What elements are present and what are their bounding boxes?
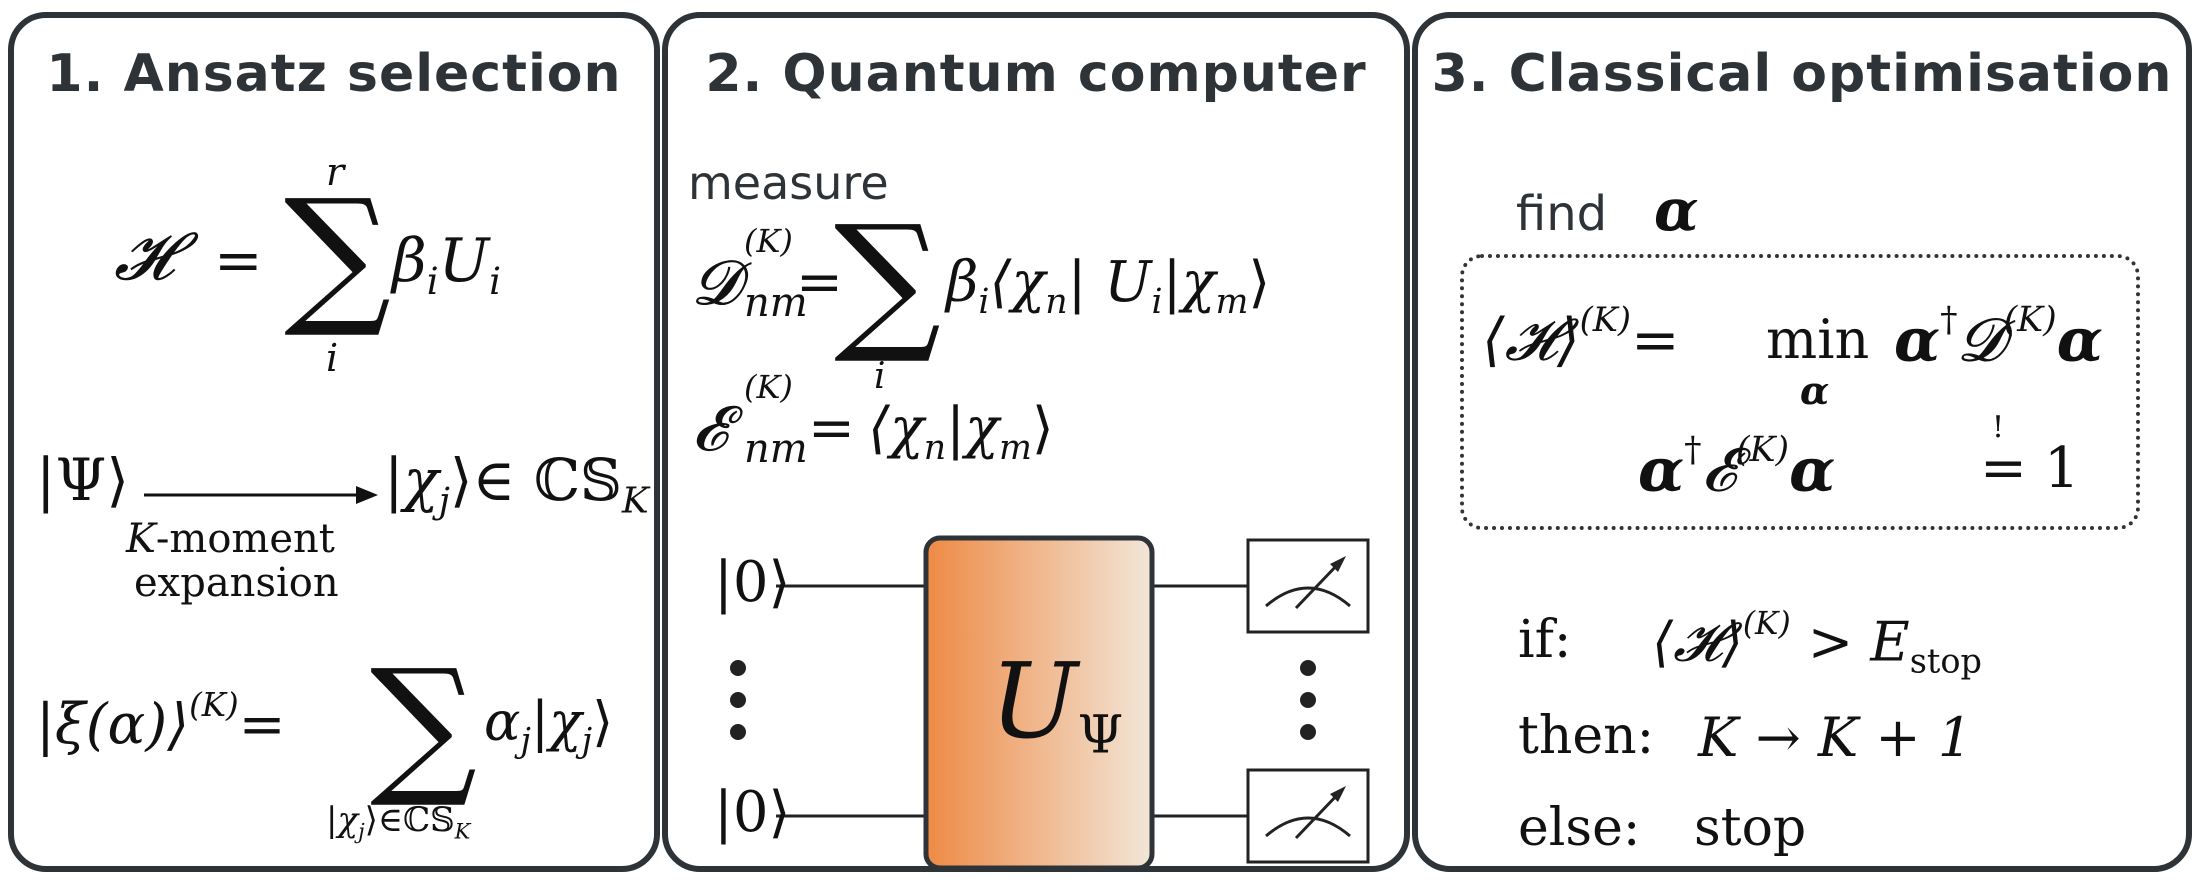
gate-label: UΨ [990, 640, 1124, 766]
ellipsis-dot [1300, 692, 1316, 708]
find-alpha: α [1654, 176, 1699, 244]
find-label: find [1516, 186, 1608, 242]
panel-title: 1. Ansatz selection [46, 44, 622, 104]
ellipsis-dot [730, 724, 746, 740]
constraint-equals: = [1980, 436, 2027, 501]
panel-ansatz-selection: 1. Ansatz selection 𝓗 = r ∑ i βiUi |Ψ⟩ K… [8, 12, 660, 872]
normalisation-constraint: α†𝓔(K)α [1638, 430, 1836, 506]
beta: β [392, 226, 427, 296]
ellipsis-dot [730, 692, 746, 708]
panel-classical-optimisation: 3. Classical optimisation find α ⟨𝓗⟩(K)=… [1412, 12, 2192, 872]
measurement-meter-icon [1246, 538, 1370, 634]
quantum-circuit [730, 535, 1370, 866]
equals-sign: = [214, 226, 263, 294]
else-label: else: [1518, 798, 1641, 858]
basis-ket: |χj⟩∈ ℂ𝕊K [384, 446, 649, 522]
d-subscript: nm [744, 280, 808, 326]
sum-lower-limit: i [326, 336, 339, 380]
qubit-ket-bottom: |0⟩ [714, 780, 791, 845]
measurement-meter-icon [1246, 768, 1370, 864]
then-expression: K → K + 1 [1698, 706, 1973, 769]
constraint-bang: ! [1992, 410, 2005, 445]
sum-lower-limit: |χj⟩∈ℂ𝕊K [326, 800, 471, 844]
panel-title: 3. Classical optimisation [1431, 44, 2173, 104]
summation-sign: ∑ [370, 638, 478, 812]
xi-ket: |ξ(α)⟩(K)= [36, 686, 286, 758]
arrow-label-line2: expansion [134, 560, 339, 606]
min-equation-lhs: ⟨𝓗⟩(K)= [1482, 300, 1680, 374]
panel-title: 2. Quantum computer [705, 44, 1367, 104]
qubit-ket-top: |0⟩ [714, 550, 791, 615]
e-superscript: (K) [744, 368, 793, 406]
summation-sign: ∑ [834, 194, 942, 368]
alpha-chi-term: αj|χj⟩ [484, 690, 614, 760]
sum-upper-limit: r [326, 150, 345, 194]
d-matrix-symbol: 𝓓 [692, 246, 740, 319]
u-operator: U [438, 226, 490, 296]
equals-sign: = [808, 396, 855, 461]
e-matrix-symbol: 𝓔 [692, 392, 728, 465]
then-label: then: [1518, 706, 1655, 766]
d-matrix-element: βi⟨χn| Ui|χm⟩ [946, 250, 1271, 323]
u-subscript: i [489, 259, 502, 304]
summation-sign: ∑ [284, 168, 392, 342]
equals-sign: = [796, 250, 843, 315]
e-subscript: nm [744, 426, 808, 472]
else-expression: stop [1694, 798, 1807, 858]
ellipsis-dot [730, 660, 746, 676]
ellipsis-dot [1300, 660, 1316, 676]
arrow-label-line1: K-moment [126, 516, 335, 562]
panel-quantum-computer: 2. Quantum computer measure 𝓓 (K) nm = ∑… [662, 12, 1410, 872]
hamiltonian-symbol: 𝓗 [114, 218, 174, 295]
psi-ket: |Ψ⟩ [36, 446, 130, 514]
beta-term: βiUi [392, 226, 501, 303]
overlap-element: ⟨χn|χm⟩ [868, 396, 1054, 469]
expansion-arrow [144, 486, 378, 504]
if-label: if: [1518, 610, 1572, 670]
optimisation-box [1460, 254, 2140, 530]
ellipsis-dot [1300, 724, 1316, 740]
min-operator: min [1766, 308, 1870, 371]
measure-label: measure [688, 156, 889, 210]
if-condition: ⟨𝓗⟩(K) > Estop [1652, 606, 1982, 681]
beta-subscript: i [426, 259, 439, 304]
constraint-rhs: 1 [2044, 436, 2080, 501]
sum-lower-limit: i [874, 356, 886, 397]
min-equation-rhs: α†𝓓(K)α [1894, 300, 2103, 376]
unitary-gate [923, 535, 1155, 866]
min-subscript: α [1800, 368, 1830, 413]
d-superscript: (K) [744, 222, 793, 260]
